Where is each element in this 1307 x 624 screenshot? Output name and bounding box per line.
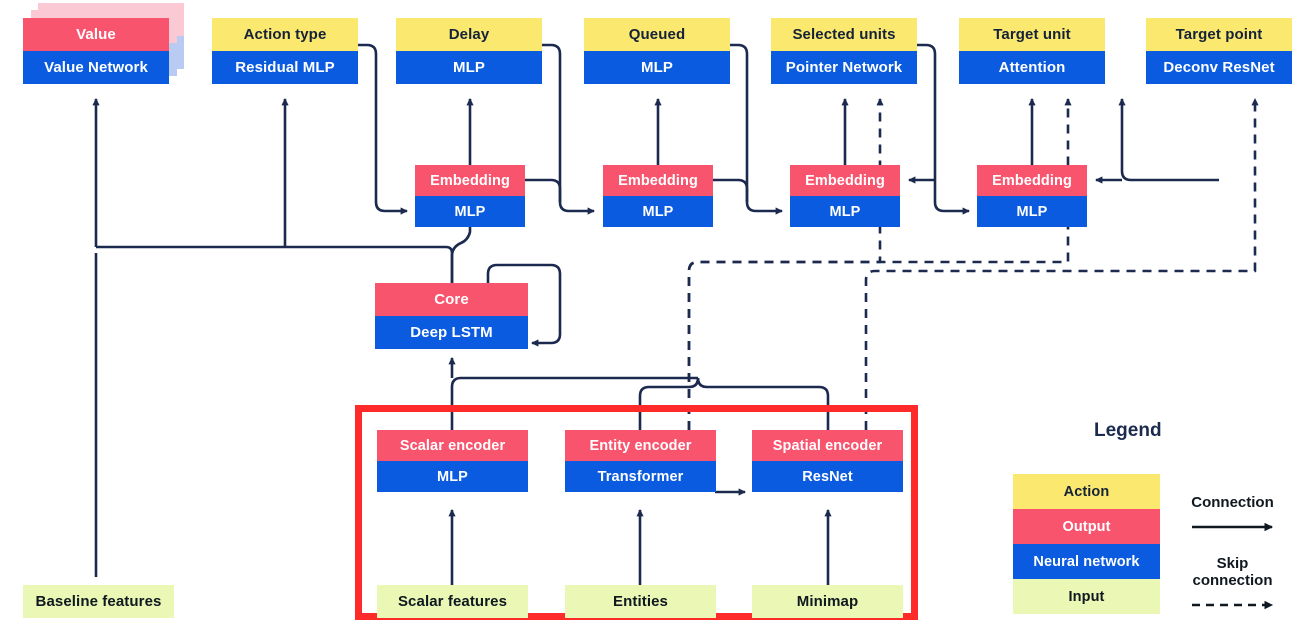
wire-core-to-embedding-1 — [450, 202, 474, 283]
legend-skip-label-line1: Skip — [1216, 555, 1249, 572]
node-value[interactable]: Value Value Network — [23, 18, 169, 84]
node-selected-units[interactable]: Selected units Pointer Network — [771, 18, 917, 84]
node-target-point[interactable]: Target point Deconv ResNet — [1146, 18, 1292, 84]
node-embedding-2[interactable]: Embedding MLP — [603, 165, 713, 227]
node-delay[interactable]: Delay MLP — [396, 18, 542, 84]
node-core[interactable]: Core Deep LSTM — [375, 283, 528, 349]
wire-queued-to-embedding3 — [729, 43, 783, 215]
node-entities[interactable]: Entities — [565, 585, 716, 618]
legend-connection-label: Connection — [1191, 494, 1274, 511]
node-entity-encoder-output-label: Entity encoder — [565, 430, 716, 461]
node-core-output-label: Core — [375, 283, 528, 316]
node-embedding-1-network-label: MLP — [415, 196, 525, 227]
node-selected-units-network-label: Pointer Network — [771, 51, 917, 84]
node-scalar-encoder[interactable]: Scalar encoder MLP — [377, 430, 528, 492]
legend-swatch-stack: Action Output Neural network Input — [1013, 474, 1160, 614]
wire-embedding2-carry — [713, 178, 749, 202]
node-target-unit-action-label: Target unit — [959, 18, 1105, 51]
node-value-network-label: Value Network — [23, 51, 169, 84]
legend-swatch-action: Action — [1013, 474, 1160, 509]
node-target-point-network-label: Deconv ResNet — [1146, 51, 1292, 84]
node-scalar-features-label: Scalar features — [377, 585, 528, 618]
node-embedding-1-output-label: Embedding — [415, 165, 525, 196]
node-target-unit-network-label: Attention — [959, 51, 1105, 84]
node-spatial-encoder-output-label: Spatial encoder — [752, 430, 903, 461]
wire-scalar-encoder-to-core — [450, 376, 698, 430]
legend-skip-label: Skip connection — [1185, 555, 1280, 589]
node-delay-network-label: MLP — [396, 51, 542, 84]
node-embedding-4-output-label: Embedding — [977, 165, 1087, 196]
legend-swatch-neural-network: Neural network — [1013, 544, 1160, 579]
node-core-network-label: Deep LSTM — [375, 316, 528, 349]
node-embedding-4[interactable]: Embedding MLP — [977, 165, 1087, 227]
wire-delay-to-embedding2 — [542, 43, 595, 215]
node-delay-action-label: Delay — [396, 18, 542, 51]
wire-selected-units-to-embedding4 — [917, 43, 970, 215]
wire-embedding1-carry — [525, 178, 562, 202]
node-scalar-features[interactable]: Scalar features — [377, 585, 528, 618]
node-embedding-2-network-label: MLP — [603, 196, 713, 227]
legend-arrow-group — [1192, 522, 1274, 610]
node-minimap[interactable]: Minimap — [752, 585, 903, 618]
node-action-type[interactable]: Action type Residual MLP — [212, 18, 358, 84]
node-embedding-2-output-label: Embedding — [603, 165, 713, 196]
wire-entity-encoder-to-core — [638, 377, 700, 430]
node-scalar-encoder-network-label: MLP — [377, 461, 528, 492]
wire-spatial-encoder-to-core — [696, 377, 830, 430]
skip-spatial-to-target-point — [864, 98, 1259, 430]
node-scalar-encoder-output-label: Scalar encoder — [377, 430, 528, 461]
node-spatial-encoder[interactable]: Spatial encoder ResNet — [752, 430, 903, 492]
legend-swatch-output: Output — [1013, 509, 1160, 544]
node-entities-label: Entities — [565, 585, 716, 618]
node-queued[interactable]: Queued MLP — [584, 18, 730, 84]
node-selected-units-action-label: Selected units — [771, 18, 917, 51]
node-baseline-features-label: Baseline features — [23, 585, 174, 618]
node-baseline-features[interactable]: Baseline features — [23, 585, 174, 618]
node-embedding-1[interactable]: Embedding MLP — [415, 165, 525, 227]
node-queued-action-label: Queued — [584, 18, 730, 51]
wire-embedding4-to-target-point — [1118, 98, 1219, 182]
node-spatial-encoder-network-label: ResNet — [752, 461, 903, 492]
node-queued-network-label: MLP — [584, 51, 730, 84]
node-entity-encoder[interactable]: Entity encoder Transformer — [565, 430, 716, 492]
node-embedding-3-network-label: MLP — [790, 196, 900, 227]
node-minimap-label: Minimap — [752, 585, 903, 618]
node-embedding-3-output-label: Embedding — [790, 165, 900, 196]
node-action-type-network-label: Residual MLP — [212, 51, 358, 84]
wire-core-recurrent-loop — [486, 263, 562, 347]
node-entity-encoder-network-label: Transformer — [565, 461, 716, 492]
skip-entity-to-selected-units — [687, 98, 884, 430]
wire-action-type-to-embedding1 — [358, 43, 408, 215]
node-target-unit[interactable]: Target unit Attention — [959, 18, 1105, 84]
node-action-type-action-label: Action type — [212, 18, 358, 51]
legend-skip-label-line2: connection — [1192, 572, 1273, 589]
skip-entity-to-target-unit — [687, 98, 1072, 430]
legend-title: Legend — [1094, 420, 1162, 441]
node-target-point-action-label: Target point — [1146, 18, 1292, 51]
node-embedding-3[interactable]: Embedding MLP — [790, 165, 900, 227]
wire-core-to-bus — [96, 245, 454, 283]
node-embedding-4-network-label: MLP — [977, 196, 1087, 227]
node-value-output-label: Value — [23, 18, 169, 51]
legend-swatch-input: Input — [1013, 579, 1160, 614]
